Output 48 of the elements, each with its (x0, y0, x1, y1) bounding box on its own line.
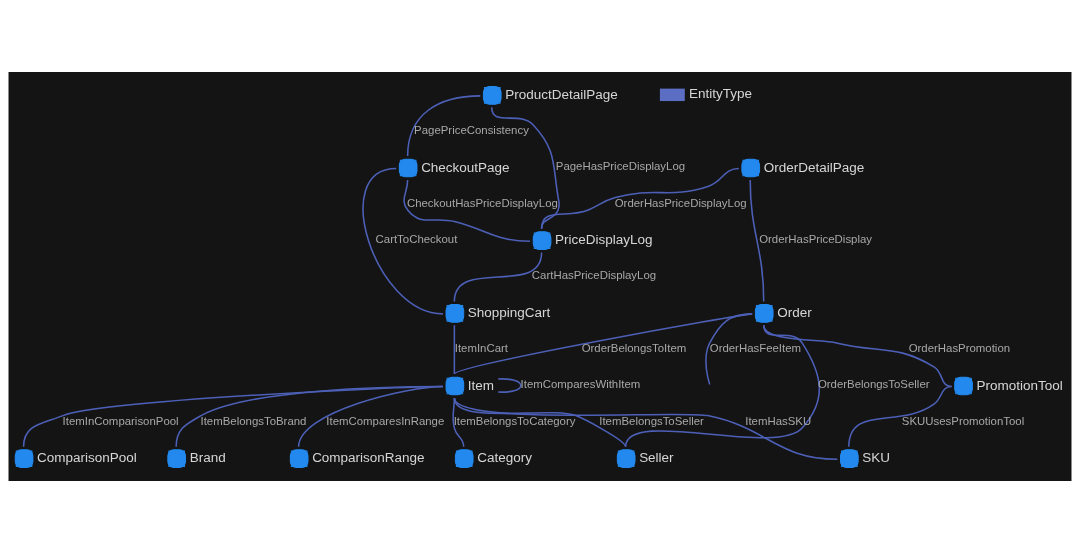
edge-label: ItemBelongsToBrand (200, 414, 307, 427)
connector (22, 385, 444, 448)
node-label: ComparisonRange (312, 450, 425, 466)
edge-label: OrderBelongsToItem (581, 342, 687, 355)
connector (362, 167, 444, 315)
edge-label: SKUUsesPromotionTool (901, 414, 1025, 427)
connector (497, 378, 522, 393)
connector (705, 313, 754, 386)
edge-label: ItemInCart (454, 342, 508, 355)
node-label: PriceDisplayLog (555, 232, 653, 248)
edge-label: CheckoutHasPriceDisplayLog (406, 196, 558, 209)
edge-label: ItemBelongsToCategory (453, 414, 576, 427)
node-label: Item (467, 377, 495, 393)
node-label: Seller (639, 450, 674, 466)
node-label: CheckoutPage (421, 159, 510, 175)
edge-label: ItemComparesInRange (326, 414, 445, 427)
node-label: Brand (189, 450, 226, 466)
node-label: ComparisonPool (37, 450, 137, 466)
edge-label: ItemBelongsToSeller (599, 414, 704, 427)
edge-label: OrderHasPriceDisplayLog (614, 196, 747, 209)
edge-label: CartHasPriceDisplayLog (531, 269, 657, 282)
legend-label: EntityType (688, 86, 752, 102)
node-label: SKU (862, 450, 891, 466)
node-label: ShoppingCart (467, 304, 551, 320)
edge-label: OrderHasPromotion (908, 342, 1011, 355)
connector (453, 397, 839, 460)
node-label: Category (477, 450, 532, 466)
connector (848, 385, 953, 448)
node-label: PromotionTool (976, 377, 1063, 393)
connector (403, 179, 531, 242)
edge-label: PageHasPriceDisplayLog (555, 160, 686, 173)
node-text: Order (777, 304, 812, 320)
connector (762, 324, 953, 388)
edge-label: ItemComparesWithItem (520, 378, 641, 391)
edge-label: OrderHasFeeItem (709, 342, 802, 355)
connector (453, 397, 627, 448)
connector (406, 95, 482, 157)
connector (490, 106, 561, 230)
connector (453, 324, 456, 375)
edge-label: PagePriceConsistency (414, 124, 529, 137)
edge-label: OrderHasPriceDisplay (759, 233, 873, 246)
connector (453, 251, 543, 303)
node-label: OrderDetailPage (763, 159, 865, 175)
node-label: ProductDetailPage (505, 86, 618, 102)
connector (749, 179, 765, 303)
edge-label: CartToCheckout (375, 233, 458, 246)
connector (452, 397, 465, 448)
edge-label: ItemInComparisonPool (62, 414, 179, 427)
